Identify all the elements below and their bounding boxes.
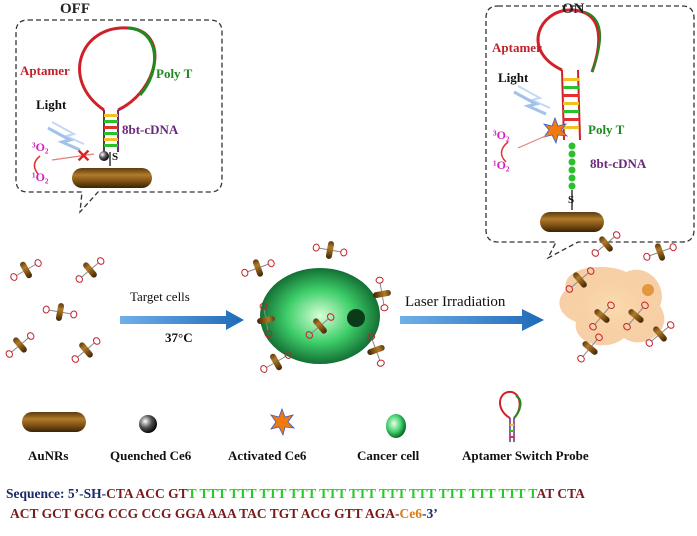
activated-ce6-icon <box>542 116 569 145</box>
off-panel: ✕ <box>15 19 223 214</box>
legend-activated-label: Activated Ce6 <box>228 448 307 463</box>
on-cdna-label: 8bt-cDNA <box>590 156 647 171</box>
off-nanorod <box>72 168 152 188</box>
on-s-label: S <box>568 194 575 206</box>
on-aptamer-label: Aptamer <box>492 40 542 55</box>
on-label: ON <box>562 1 585 17</box>
off-s-label: S <box>112 151 119 163</box>
sequence-polyt: T TTT TTT TTT TTT TTT TTT TTT TTT TTT TT… <box>187 486 537 501</box>
sequence-prefix: Sequence: 5’-SH- <box>6 486 107 501</box>
sequence-ce6: Ce6 <box>399 506 422 521</box>
temperature-label: 37°C <box>165 330 193 345</box>
laser-arrow <box>400 309 544 331</box>
free-probes <box>0 251 110 369</box>
off-light-label: Light <box>36 97 67 112</box>
sequence-segment-1: CTA ACC GT <box>106 486 188 501</box>
on-upper-stem <box>561 69 581 141</box>
off-triplet-o2: ³O₂ <box>32 140 49 154</box>
cancer-cell-live <box>238 237 395 379</box>
sequence-line-2: ACT GCT GCG CCG CCG GGA AAA TAC TGT ACG … <box>10 506 438 522</box>
legend-probe-icon <box>499 390 522 442</box>
on-polyt-chain <box>568 142 576 190</box>
quenched-ce6-icon <box>99 151 109 161</box>
target-cells-arrow <box>120 310 244 330</box>
legend-probe-label: Aptamer Switch Probe <box>462 448 589 463</box>
off-singlet-o2: ¹O₂ <box>32 170 49 184</box>
off-cdna-label: 8bt-cDNA <box>122 122 179 137</box>
legend-quenched-icon <box>139 415 157 433</box>
legend-activated-icon <box>270 407 296 437</box>
laser-irradiation-label: Laser Irradiation <box>405 294 506 310</box>
legend-icons <box>22 390 522 442</box>
off-label: OFF <box>60 1 90 17</box>
on-triplet-o2: ³O₂ <box>493 128 510 142</box>
legend-cancer-label: Cancer cell <box>357 448 420 463</box>
off-stem <box>103 110 119 152</box>
sequence-suffix: -3’ <box>421 506 438 521</box>
off-polyt-label: Poly T <box>156 66 193 81</box>
target-cells-label: Target cells <box>130 289 190 304</box>
on-polyt-label: Poly T <box>588 122 625 137</box>
cancer-cell-dead <box>559 225 680 368</box>
sequence-line-1: Sequence: 5’-SH-CTA ACC GTT TTT TTT TTT … <box>6 486 585 502</box>
on-nanorod <box>540 212 604 232</box>
on-singlet-o2: ¹O₂ <box>493 158 510 172</box>
sequence-segment-3: ACT GCT GCG CCG CCG GGA AAA TAC TGT ACG … <box>10 506 400 521</box>
svg-text:✕: ✕ <box>76 146 91 166</box>
off-aptamer-label: Aptamer <box>20 63 70 78</box>
on-light-label: Light <box>498 70 529 85</box>
legend-quenched-label: Quenched Ce6 <box>110 448 192 463</box>
sequence-segment-2: AT CTA <box>536 486 585 501</box>
on-panel <box>485 5 695 260</box>
legend-aunr-icon <box>22 412 86 432</box>
legend-aunrs-label: AuNRs <box>28 448 69 463</box>
legend-cell-icon <box>386 414 406 438</box>
